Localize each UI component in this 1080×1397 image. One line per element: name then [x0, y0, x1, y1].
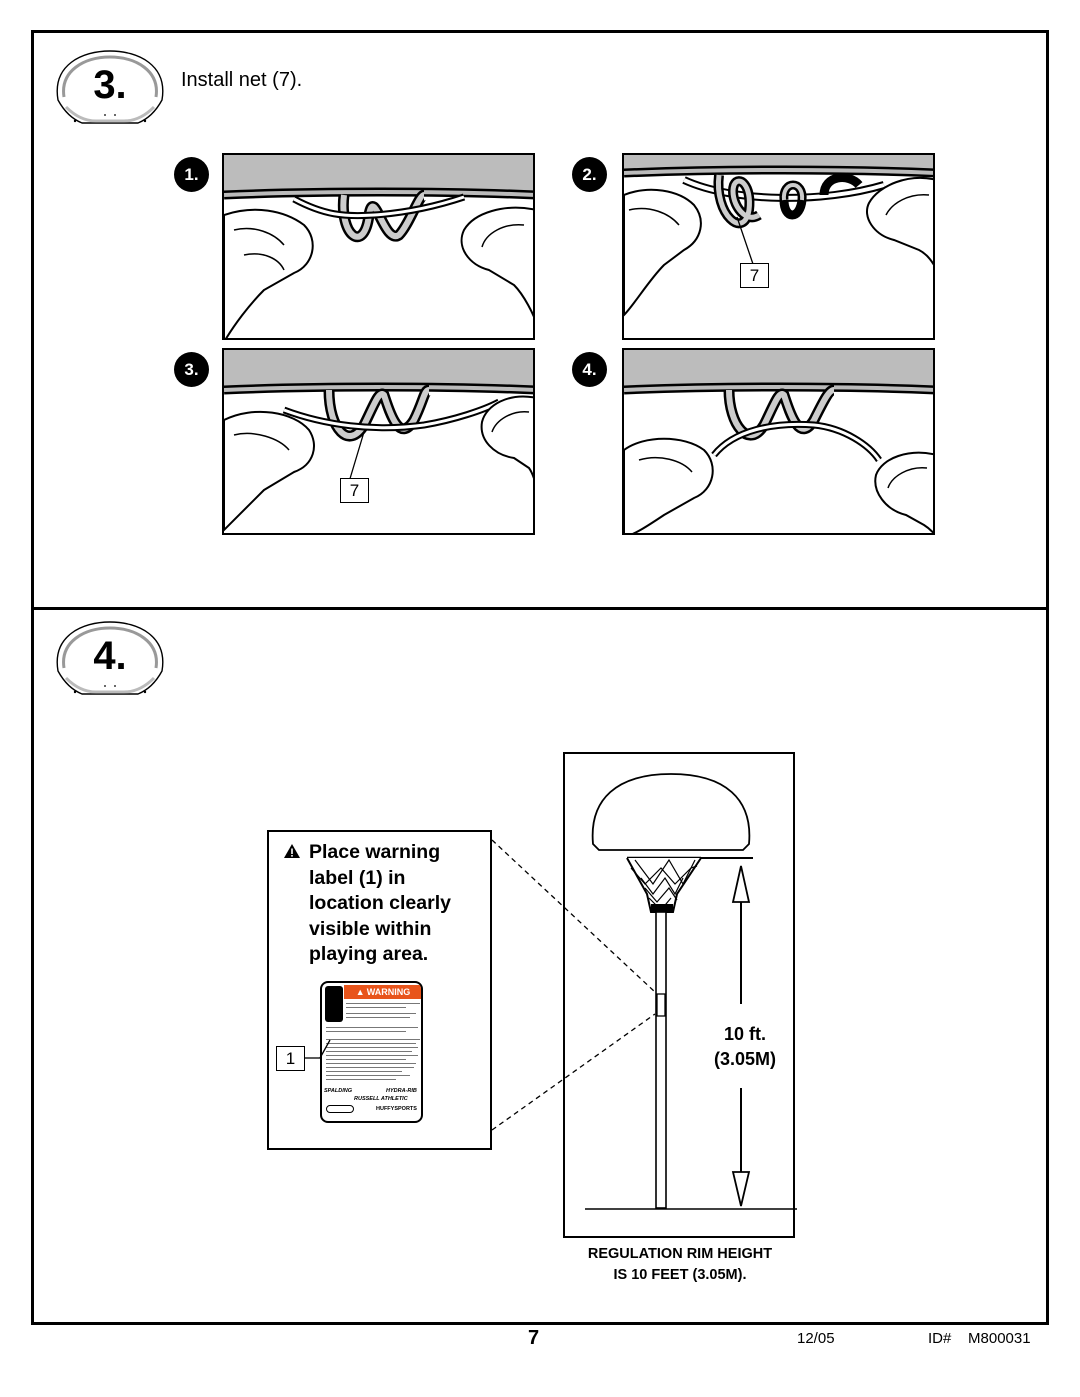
panel-4-illustration	[622, 348, 935, 535]
sticker-text-line	[326, 1071, 402, 1072]
sticker-text-line	[326, 1031, 406, 1032]
basketball-hoop-icon	[585, 773, 797, 1210]
step-3-instruction: Install net (7).	[181, 69, 303, 91]
caption-line-2: IS 10 FEET (3.05M).	[613, 1267, 747, 1283]
panel-3-label: 3.	[174, 352, 209, 387]
sticker-warning-header: ▲ WARNING	[344, 985, 421, 999]
sticker-brand: HYDRA-RIB	[386, 1088, 417, 1094]
panel-3-part-callout: 7	[340, 478, 369, 503]
panel-3-illustration	[222, 348, 535, 535]
sticker-text-line	[326, 1063, 416, 1064]
sticker-text-line	[326, 1055, 418, 1056]
panel-1-label: 1.	[174, 157, 209, 192]
sticker-brand: SPALDING	[324, 1088, 353, 1094]
panel-2-part-callout: 7	[740, 263, 769, 288]
sticker-brand: HUFFYSPORTS	[376, 1106, 417, 1112]
sticker-text-line	[326, 1059, 406, 1060]
sticker-text-line	[326, 1075, 410, 1076]
panel-4-label: 4.	[572, 352, 607, 387]
sticker-warning-title: WARNING	[366, 987, 411, 997]
rim-height-feet: 10 ft.	[723, 1024, 766, 1044]
sticker-text-line	[346, 1003, 420, 1004]
hoop-height-diagram	[563, 752, 797, 1238]
sticker-text-line	[326, 1039, 420, 1040]
sticker-text-line	[326, 1051, 412, 1052]
player-hanging-icon	[325, 986, 343, 1022]
hands-attaching-net-icon	[224, 155, 533, 338]
panel-1-illustration	[222, 153, 535, 340]
page-number: 7	[528, 1327, 540, 1349]
step-3-number: 3.	[93, 63, 127, 107]
rim-height-measurement: 10 ft. (3.05M)	[700, 1022, 790, 1072]
warning-triangle-icon	[284, 844, 300, 858]
step-4-number: 4.	[93, 634, 127, 678]
hands-attaching-net-icon	[624, 155, 933, 317]
sticker-text-line	[346, 1013, 416, 1014]
backboard-icon	[56, 50, 164, 124]
sticker-text-line	[346, 1007, 406, 1008]
panel-2-illustration	[622, 153, 935, 340]
document-id-value: M800031	[968, 1330, 1031, 1347]
panel-2-label: 2.	[572, 157, 607, 192]
rim-height-meters: (3.05M)	[713, 1049, 776, 1069]
sticker-text-line	[346, 1017, 410, 1018]
sticker-brand: RUSSELL ATHLETIC	[354, 1096, 408, 1102]
step-4-section	[31, 607, 1049, 1325]
regulation-height-caption: REGULATION RIM HEIGHT IS 10 FEET (3.05M)…	[548, 1244, 812, 1286]
step-4-backboard-badge: 4.	[52, 616, 168, 700]
hands-attaching-net-icon	[624, 350, 933, 533]
warning-label-sticker: ▲ WARNING SPALDING HYDRA-RIB RUSSELL ATH…	[320, 981, 423, 1123]
backboard-icon	[56, 621, 164, 695]
sticker-text-line	[326, 1067, 414, 1068]
sticker-text-line	[326, 1079, 396, 1080]
hands-attaching-net-icon	[224, 350, 533, 532]
sticker-logo-oval	[326, 1105, 354, 1113]
revision-date: 12/05	[797, 1330, 835, 1347]
sticker-text-line	[326, 1027, 418, 1028]
caption-line-1: REGULATION RIM HEIGHT	[587, 1246, 773, 1262]
sticker-text-line	[326, 1047, 418, 1048]
sticker-text-line	[326, 1043, 416, 1044]
document-id-label: ID#	[928, 1330, 952, 1347]
step-3-backboard-badge: 3.	[52, 45, 168, 129]
label-part-callout: 1	[276, 1046, 305, 1071]
warning-instruction-text: Place warning label (1) in location clea…	[309, 841, 451, 965]
sticker-warning-triangle-icon: ▲	[355, 987, 365, 997]
document-id: ID# M800031	[928, 1330, 1031, 1347]
